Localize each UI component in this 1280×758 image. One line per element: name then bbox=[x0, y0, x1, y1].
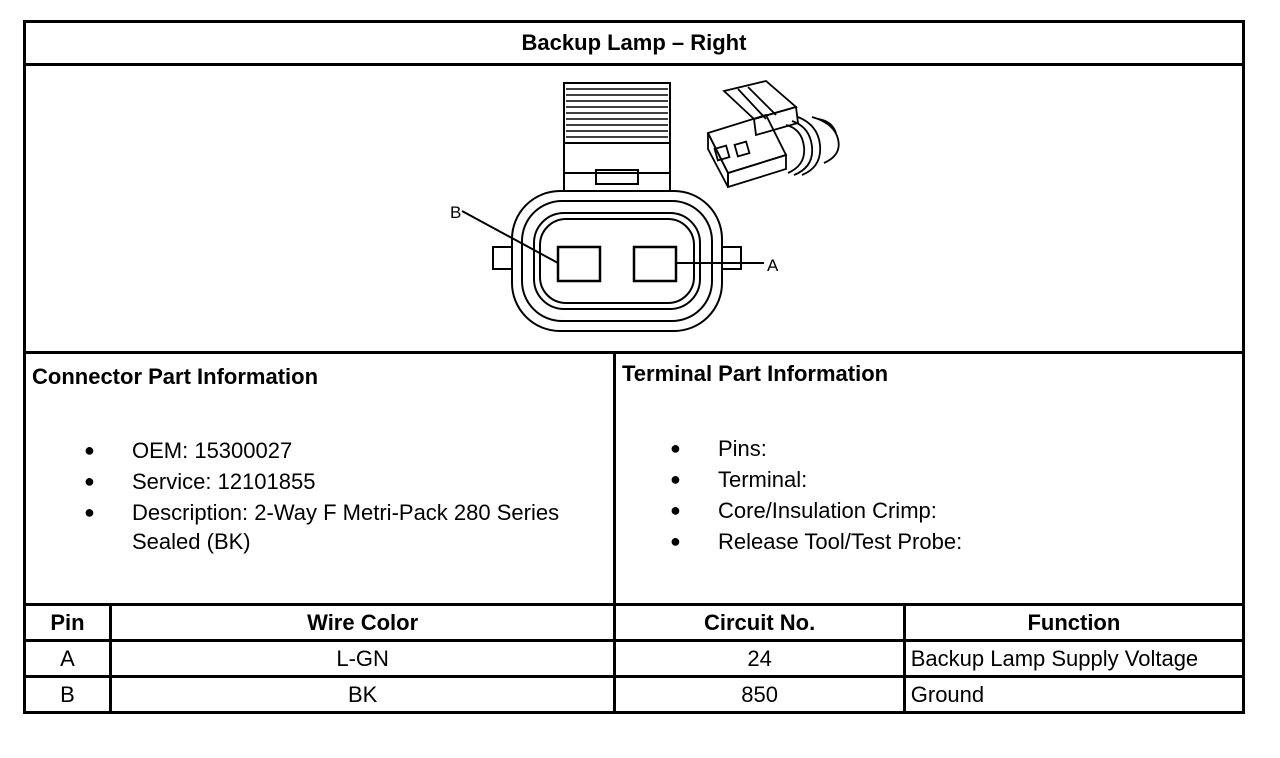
bullet-icon: ● bbox=[670, 500, 681, 520]
lock-tab bbox=[563, 82, 671, 174]
bullet-icon: ● bbox=[670, 531, 681, 551]
cell-circuit-no: 850 bbox=[613, 675, 906, 714]
terminal-info-heading: Terminal Part Information bbox=[622, 361, 889, 386]
bullet-icon: ● bbox=[84, 502, 95, 522]
connector-part-info: Connector Part Information ●OEM: 1530002… bbox=[26, 354, 616, 603]
list-item: ●Terminal: bbox=[664, 463, 962, 494]
connector-diagram: B A bbox=[23, 63, 1245, 354]
pin-table: Pin Wire Color Circuit No. Function A L-… bbox=[23, 603, 1246, 714]
header-function: Function bbox=[902, 603, 1246, 642]
header-pin: Pin bbox=[23, 603, 112, 642]
terminal-info-list: ●Pins: ●Terminal: ●Core/Insulation Crimp… bbox=[664, 432, 962, 556]
cavity-b bbox=[556, 245, 602, 283]
connector-isometric-icon bbox=[706, 80, 840, 189]
lock-tab-ribs bbox=[566, 88, 668, 138]
list-item: ●Core/Insulation Crimp: bbox=[664, 494, 962, 525]
part-information: Connector Part Information ●OEM: 1530002… bbox=[23, 351, 1245, 606]
header-wire-color: Wire Color bbox=[108, 603, 617, 642]
header-circuit-no: Circuit No. bbox=[613, 603, 906, 642]
cell-pin: A bbox=[23, 639, 112, 678]
cell-function: Backup Lamp Supply Voltage bbox=[902, 639, 1246, 678]
table-row: B BK 850 Ground bbox=[23, 675, 1246, 714]
page-title: Backup Lamp – Right bbox=[23, 20, 1245, 66]
bullet-icon: ● bbox=[84, 440, 95, 460]
table-row: A L-GN 24 Backup Lamp Supply Voltage bbox=[23, 639, 1246, 678]
cavity-label-b: B bbox=[450, 203, 461, 222]
connector-info-heading: Connector Part Information bbox=[32, 364, 319, 389]
list-item: ●Pins: bbox=[664, 432, 962, 463]
cell-wire-color: L-GN bbox=[108, 639, 617, 678]
cavity-label-a: A bbox=[767, 256, 779, 275]
title-text: Backup Lamp – Right bbox=[521, 30, 747, 55]
table-header-row: Pin Wire Color Circuit No. Function bbox=[23, 603, 1246, 642]
connector-drawing: B A bbox=[450, 80, 840, 332]
list-item: ●Description: 2-Way F Metri-Pack 280 Ser… bbox=[78, 496, 562, 556]
bullet-icon: ● bbox=[670, 438, 681, 458]
bullet-icon: ● bbox=[670, 469, 681, 489]
cell-pin: B bbox=[23, 675, 112, 714]
cell-circuit-no: 24 bbox=[613, 639, 906, 678]
cell-function: Ground bbox=[902, 675, 1246, 714]
list-item: ●Release Tool/Test Probe: bbox=[664, 525, 962, 556]
cell-wire-color: BK bbox=[108, 675, 617, 714]
terminal-part-info: Terminal Part Information ●Pins: ●Termin… bbox=[616, 354, 1242, 603]
cavity-a bbox=[632, 245, 678, 283]
connector-info-list: ●OEM: 15300027 ●Service: 12101855 ●Descr… bbox=[78, 434, 562, 556]
list-item: ●OEM: 15300027 bbox=[78, 434, 562, 465]
list-item: ●Service: 12101855 bbox=[78, 465, 562, 496]
bullet-icon: ● bbox=[84, 471, 95, 491]
